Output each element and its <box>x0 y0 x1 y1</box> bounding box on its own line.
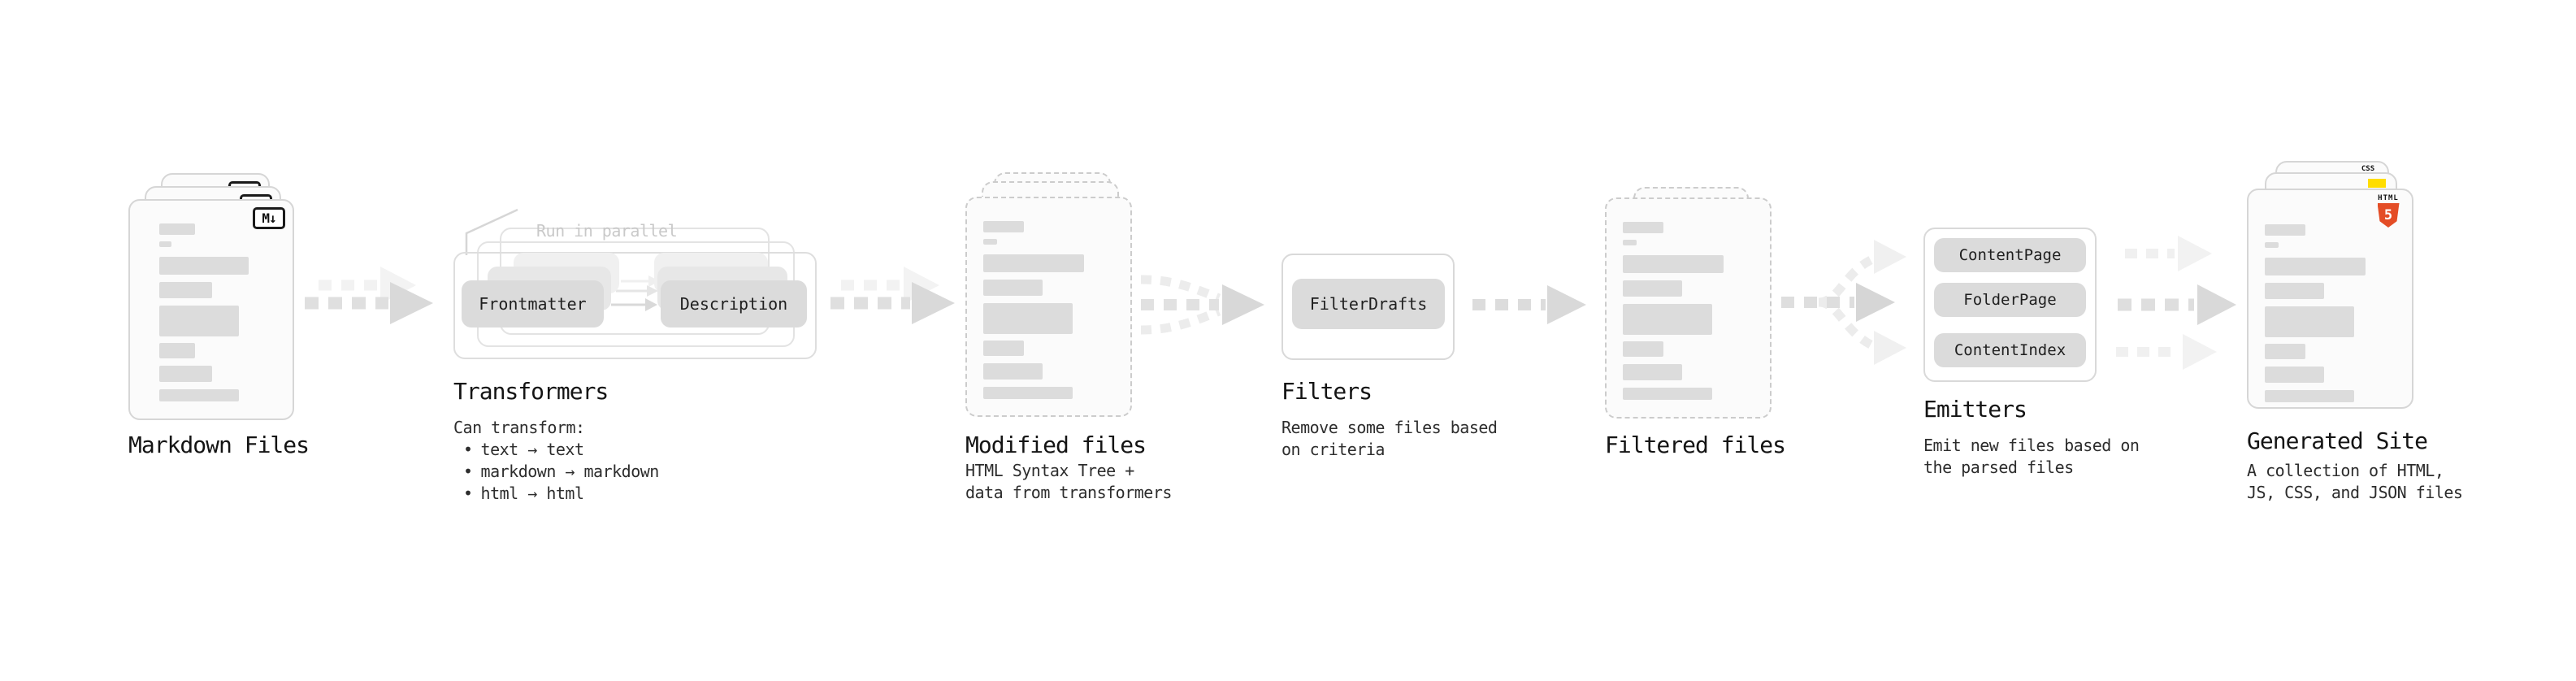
text-line-bar <box>2265 258 2366 275</box>
markdown-icon: M↓ <box>253 207 285 229</box>
text-line-bar <box>983 303 1073 334</box>
folderpage-box: FolderPage <box>1934 283 2086 317</box>
caption-line: Remove some files based <box>1281 418 1498 437</box>
text-line-bar <box>983 363 1043 380</box>
bullet-text: markdown → markdown <box>480 462 660 481</box>
text-line-bar <box>983 340 1024 356</box>
caption-line: on criteria <box>1281 440 1385 459</box>
text-line-bar <box>159 241 172 247</box>
document-text-lines <box>983 221 1109 399</box>
caption-line: HTML Syntax Tree + <box>965 461 1134 480</box>
bullet-text: text → text <box>480 440 584 459</box>
modified-files-caption: HTML Syntax Tree + data from transformer… <box>965 460 1172 504</box>
text-line-bar <box>159 389 239 401</box>
text-line-bar <box>2265 283 2324 299</box>
css-icon-label: CSS <box>2361 165 2375 173</box>
text-line-bar <box>1623 222 1663 233</box>
arrow-modified-to-filters-merge <box>1140 275 1264 335</box>
caption-line: the parsed files <box>1923 458 2074 477</box>
text-line-bar <box>1623 388 1713 400</box>
text-line-bar <box>2265 367 2324 383</box>
transformers-bullet-list: • text → text • markdown → markdown • html … <box>463 439 659 505</box>
text-line-bar <box>983 239 998 245</box>
text-line-bar <box>1623 341 1663 357</box>
text-line-bar <box>2265 242 2279 248</box>
arrow-transformers-to-modified <box>830 267 955 324</box>
document-text-lines <box>2265 224 2391 402</box>
caption-line: A collection of HTML, <box>2247 461 2444 480</box>
transformers-title: Transformers <box>453 378 609 405</box>
text-line-bar <box>159 223 196 235</box>
arrow-filtered-to-emitters-split <box>1781 240 1906 365</box>
emitters-caption: Emit new files based on the parsed files <box>1923 435 2140 479</box>
text-line-bar <box>159 282 212 298</box>
text-line-bar <box>159 343 196 358</box>
text-line-bar <box>2265 224 2305 236</box>
modified-files-title: Modified files <box>965 432 1147 458</box>
text-line-bar <box>983 280 1043 296</box>
bullet-char: • <box>463 462 473 481</box>
markdown-files-title: Markdown Files <box>128 432 310 458</box>
modified-file-card-front <box>965 197 1132 417</box>
js-icon <box>2368 179 2386 188</box>
run-in-parallel-callout-line <box>465 208 518 255</box>
transformers-caption: Can transform: <box>453 418 585 437</box>
text-line-bar <box>1623 280 1682 297</box>
bullet-item: • markdown → markdown <box>463 461 659 483</box>
arrow-emitters-to-generated-bottom <box>2116 334 2217 370</box>
text-line-bar <box>2265 306 2355 337</box>
text-line-bar <box>159 257 249 275</box>
document-text-lines <box>159 223 271 401</box>
filterdrafts-box: FilterDrafts <box>1292 279 1445 329</box>
filters-caption: Remove some files based on criteria <box>1281 417 1498 461</box>
arrow-filters-to-filtered <box>1472 285 1586 324</box>
text-line-bar <box>1623 240 1637 245</box>
text-line-bar <box>2265 344 2305 359</box>
run-in-parallel-label: Run in parallel <box>536 221 678 241</box>
filtered-files-title: Filtered files <box>1605 432 1786 458</box>
generated-site-caption: A collection of HTML, JS, CSS, and JSON … <box>2247 460 2463 504</box>
contentpage-box: ContentPage <box>1934 238 2086 272</box>
text-line-bar <box>159 306 239 336</box>
text-line-bar <box>2265 390 2355 402</box>
bullet-item: • text → text <box>463 439 659 461</box>
bullet-char: • <box>463 484 473 503</box>
caption-line: Emit new files based on <box>1923 436 2140 455</box>
text-line-bar <box>1623 255 1724 273</box>
emitters-title: Emitters <box>1923 396 2027 423</box>
caption-line: data from transformers <box>965 483 1172 502</box>
generated-site-title: Generated Site <box>2247 427 2428 454</box>
generated-html-card: HTML 5 <box>2247 189 2413 409</box>
filters-title: Filters <box>1281 378 1373 405</box>
arrow-emitters-to-generated-top <box>2125 236 2212 271</box>
transformer-plane-front <box>453 252 817 359</box>
text-line-bar <box>159 366 212 382</box>
text-line-bar <box>1623 304 1713 335</box>
text-line-bar <box>983 254 1084 272</box>
description-box: Description <box>661 280 807 327</box>
text-line-bar <box>983 221 1024 232</box>
arrow-markdown-to-transformers <box>305 267 433 324</box>
frontmatter-box: Frontmatter <box>462 280 604 327</box>
bullet-text: html → html <box>480 484 584 503</box>
arrow-emitters-to-generated-middle <box>2118 284 2236 325</box>
caption-line: JS, CSS, and JSON files <box>2247 483 2463 502</box>
html5-icon: HTML 5 <box>2374 194 2402 228</box>
document-text-lines <box>1623 222 1749 400</box>
text-line-bar <box>983 387 1073 399</box>
text-line-bar <box>1623 364 1682 380</box>
html5-icon-label: HTML <box>2378 194 2399 202</box>
bullet-char: • <box>463 440 473 459</box>
contentindex-box: ContentIndex <box>1934 333 2086 367</box>
markdown-file-card-front: M↓ <box>128 199 294 420</box>
filtered-file-card-front <box>1605 197 1772 419</box>
bullet-item: • html → html <box>463 483 659 505</box>
